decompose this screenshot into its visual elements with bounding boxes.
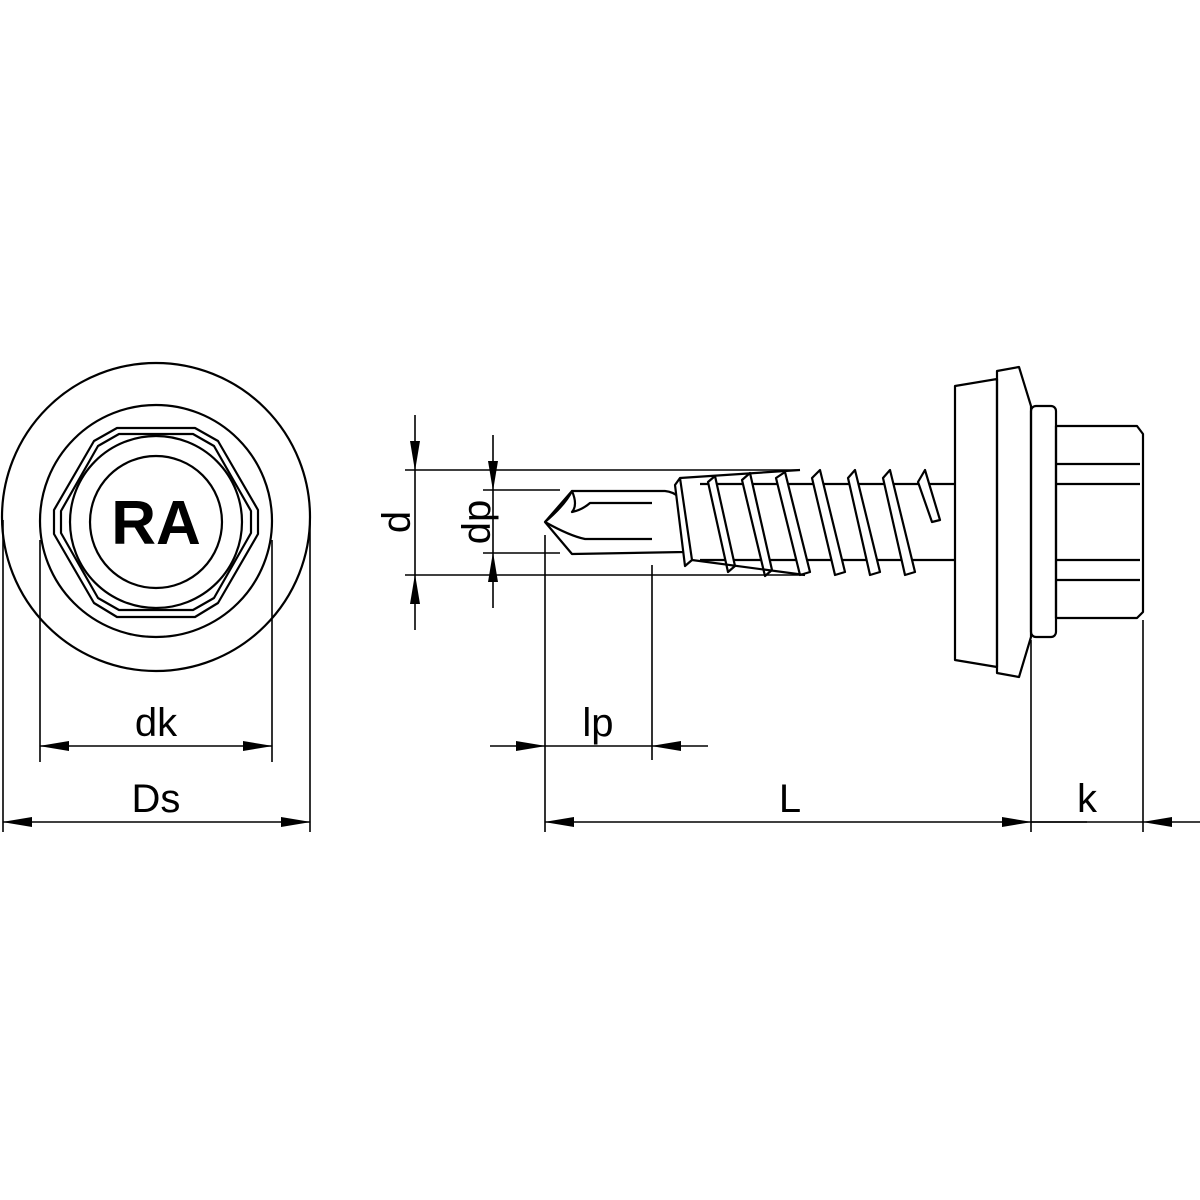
top-view-dimensions: dk Ds [2,520,311,832]
k-label: k [1077,777,1098,821]
lp-label: lp [582,701,613,745]
sealing-washer [953,377,999,669]
top-view: RA [0,361,312,673]
hex-head [1054,424,1145,620]
ds-label: Ds [132,777,181,821]
side-view [543,365,1145,679]
head-marking: RA [111,489,201,558]
side-view-dimensions: d dp lp L k [375,415,1200,832]
flange [1029,404,1058,639]
flange-outline [38,403,274,639]
thread [673,468,942,578]
dp-label: dp [455,500,499,545]
dk-label: dk [135,701,178,745]
hex-chamfer [59,432,253,612]
d-label: d [375,511,419,533]
washer-outline [0,361,312,673]
l-label: L [779,777,801,821]
metal-washer [995,365,1033,679]
hex-outline [52,426,260,619]
bearing-circle [68,434,244,610]
marking-circle [88,454,224,590]
